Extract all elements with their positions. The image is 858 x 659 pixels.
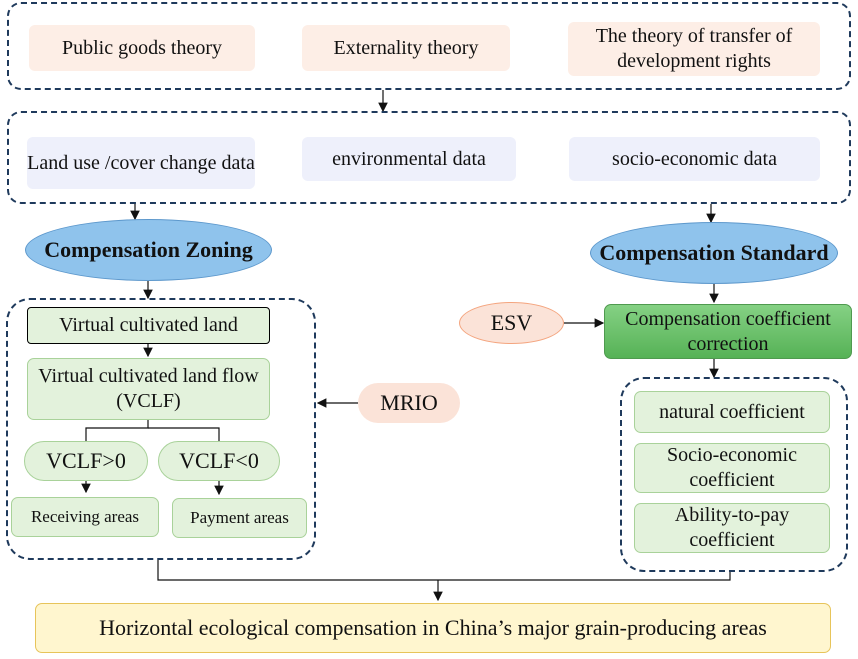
receiving-areas: Receiving areas [11, 497, 159, 537]
land-use-data: Land use /cover change data [27, 137, 255, 189]
vclf-positive: VCLF>0 [24, 441, 148, 481]
public-goods-theory: Public goods theory [29, 25, 255, 71]
theories-group [7, 2, 851, 90]
socio-economic-data: socio-economic data [569, 137, 820, 181]
externality-theory: Externality theory [302, 25, 510, 71]
natural-coefficient: natural coefficient [634, 391, 830, 433]
result-box: Horizontal ecological compensation in Ch… [35, 603, 831, 653]
coefficient-group [620, 377, 848, 572]
ability-to-pay-coefficient: Ability-to-pay coefficient [634, 503, 830, 553]
merge-line [157, 560, 731, 581]
environmental-data: environmental data [302, 137, 516, 181]
data-group [7, 111, 851, 204]
mrio: MRIO [358, 383, 460, 423]
esv: ESV [459, 302, 564, 344]
compensation-standard: Compensation Standard [590, 222, 838, 284]
compensation-coefficient-correction: Compensation coefficient correction [604, 304, 852, 359]
branch-vclf [85, 420, 149, 441]
branch-vclf-right [148, 427, 220, 441]
socio-economic-coefficient: Socio-economic coefficient [634, 443, 830, 493]
compensation-zoning: Compensation Zoning [25, 219, 272, 281]
vclf-box: Virtual cultivated land flow (VCLF) [27, 358, 270, 420]
vclf-negative: VCLF<0 [158, 441, 280, 481]
virtual-cultivated-land: Virtual cultivated land [27, 307, 270, 344]
transfer-development-rights-theory: The theory of transfer of development ri… [568, 22, 820, 76]
zoning-group [6, 298, 316, 560]
payment-areas: Payment areas [172, 498, 307, 538]
